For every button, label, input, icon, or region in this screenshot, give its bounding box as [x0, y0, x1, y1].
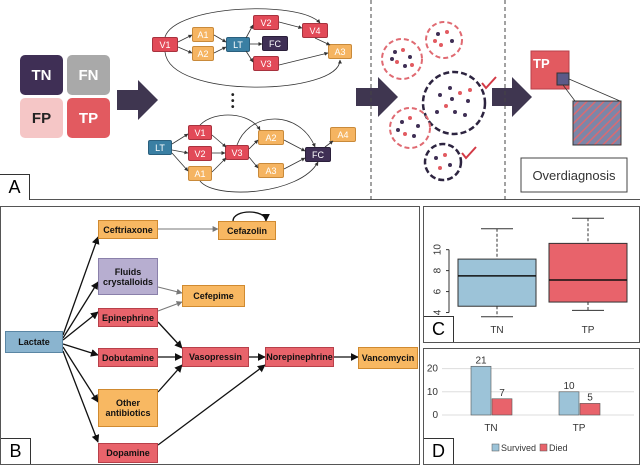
panel-a: TN FN FP TP V1 A1 A2 LT V2 FC V3 V4 A3 •…	[0, 0, 640, 200]
g1-fc: FC	[262, 36, 288, 51]
node-epinephrine: Epinephrine	[98, 308, 158, 327]
g1-a1: A1	[192, 27, 214, 42]
panel-a-graphics	[117, 0, 628, 200]
big-arrow-3	[492, 77, 532, 117]
clusters	[381, 21, 487, 182]
g2-a4: A4	[330, 127, 356, 142]
bar-died-tn	[491, 398, 513, 416]
g2-a3: A3	[258, 163, 284, 178]
matrix-tn: TN	[20, 55, 63, 95]
graph1-edges	[164, 8, 342, 88]
data-label: 21	[475, 355, 487, 366]
node-vasopressin: Vasopressin	[182, 347, 249, 367]
big-arrow-2	[356, 77, 398, 117]
box-tn	[457, 258, 537, 307]
g2-fc: FC	[305, 147, 331, 162]
node-ceftriaxone: Ceftriaxone	[98, 220, 158, 239]
x-tick-label: TN	[484, 423, 497, 434]
check-icon-1	[481, 76, 497, 90]
matrix-tp: TP	[67, 98, 110, 138]
matrix-fn: FN	[67, 55, 110, 95]
legend-label: Died	[549, 443, 568, 453]
y-tick-label: 10	[427, 387, 439, 398]
node-lactate: Lactate	[5, 331, 63, 353]
overdiagnosis-label: Overdiagnosis	[532, 167, 616, 183]
panel-d-barchart: 0 10 20 21 10 7 5TN TP Survived Died	[427, 355, 634, 453]
legend-label: Survived	[501, 443, 536, 453]
legend-swatch	[539, 443, 548, 452]
matrix-fp: FP	[20, 98, 63, 138]
y-tick-label: 0	[432, 410, 438, 421]
data-label: 7	[499, 388, 505, 399]
node-cefepime: Cefepime	[182, 285, 245, 307]
check-icon-2	[461, 146, 477, 160]
result-tp-label: TP	[533, 56, 550, 71]
g1-lt: LT	[226, 37, 250, 52]
node-cefazolin: Cefazolin	[218, 221, 276, 240]
big-arrow-1	[117, 80, 158, 120]
ellipsis-dots: •••	[231, 90, 235, 113]
box-tp	[548, 242, 628, 303]
g1-a3: A3	[328, 44, 352, 59]
data-label: 10	[563, 381, 575, 392]
graph2-edges	[171, 114, 334, 193]
g1-v1: V1	[152, 37, 178, 52]
x-tick-label: TP	[573, 423, 586, 434]
g2-v3: V3	[225, 145, 249, 160]
panel-d-label: D	[424, 438, 454, 464]
cluster-dots	[390, 30, 472, 170]
g2-v1: V1	[188, 125, 212, 140]
g1-a2: A2	[192, 46, 214, 61]
g1-v3: V3	[253, 56, 279, 71]
y-tick-label: 20	[427, 364, 439, 375]
legend-swatch	[491, 443, 500, 452]
node-dopamine: Dopamine	[98, 443, 158, 463]
g2-a2: A2	[258, 130, 284, 145]
node-fluids-crystalloids: Fluids crystalloids	[98, 258, 158, 295]
bar-died-tp	[579, 403, 601, 416]
g2-v2: V2	[188, 146, 212, 161]
node-dobutamine: Dobutamine	[98, 348, 158, 367]
panel-b: Lactate Ceftriaxone Cefazolin Fluids cry…	[0, 206, 420, 465]
bar-survived-tn	[470, 365, 492, 416]
g2-lt: LT	[148, 140, 172, 155]
g2-a1: A1	[188, 166, 212, 181]
g1-v2: V2	[253, 15, 279, 30]
x-tick-label: TN	[490, 325, 503, 336]
data-label: 5	[587, 392, 593, 403]
panel-a-label: A	[0, 174, 30, 200]
panel-c-label: C	[424, 316, 454, 342]
x-tick-label: TP	[582, 325, 595, 336]
bar-survived-tp	[558, 391, 580, 416]
y-tick-label: 10	[433, 244, 444, 256]
node-norepinephrine: Norepinephrine	[265, 347, 334, 367]
panel-b-edges	[62, 211, 359, 446]
node-other-antibiotics: Other antibiotics	[98, 389, 158, 427]
y-tick-label: 8	[433, 267, 444, 273]
g1-v4: V4	[302, 23, 328, 38]
y-tick-label: 4	[433, 309, 444, 315]
panel-b-label: B	[1, 438, 31, 464]
node-vancomycin: Vancomycin	[358, 347, 418, 369]
y-tick-label: 6	[433, 288, 444, 294]
